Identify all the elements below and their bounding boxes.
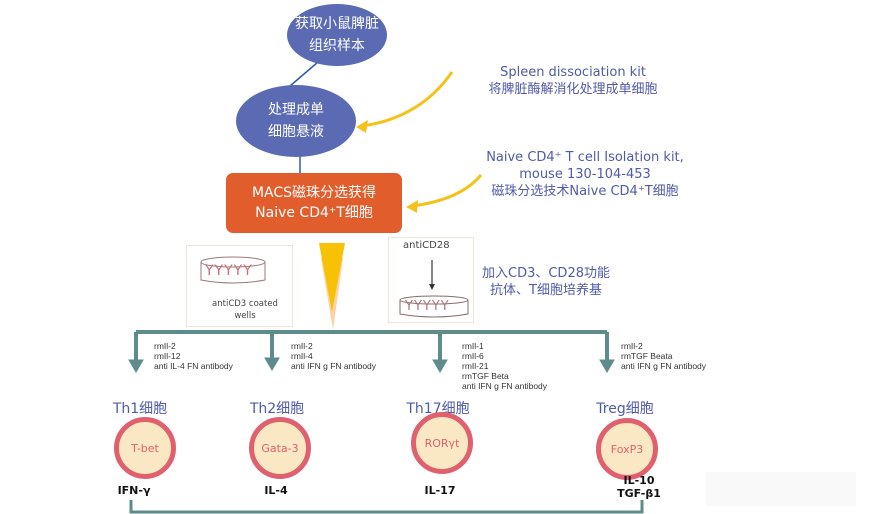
tf-th2: Gata-3 — [261, 441, 299, 455]
anticd3-well-image: YYYYY antiCD3 coated wells — [186, 245, 293, 327]
link-step1-step2 — [289, 61, 319, 87]
step3-macs-box: MACS磁珠分选获得 Naive CD4⁺T细胞 — [226, 173, 402, 233]
funnel-arrow — [319, 243, 345, 312]
anticd28-dish-icon — [399, 260, 469, 318]
watermark-area — [706, 472, 856, 506]
cytokine-th1: IFN-γ — [117, 484, 151, 497]
cytokine-th2: IL-4 — [264, 484, 288, 497]
bottom-bracket — [129, 500, 644, 514]
cell-title-th1: Th1细胞 — [112, 401, 168, 417]
arrow-spleen-kit — [361, 71, 454, 128]
cell-title-th2: Th2细胞 — [249, 401, 305, 417]
culture-note: 加入CD3、CD28功能 抗体、T细胞培养基 — [482, 266, 610, 298]
anticd3-label: antiCD3 coated wells — [212, 299, 278, 321]
arrow-spleen-kit-head — [356, 120, 368, 133]
step1-ellipse: 获取小鼠脾脏 组织样本 — [287, 4, 387, 66]
tf-th1: T-bet — [131, 441, 159, 455]
reagents-th1: rmIl-2 rmIl-12 anti IL-4 FN antibody — [154, 341, 233, 371]
cell-th2: Gata-3 — [249, 417, 311, 479]
cell-th17: RORγt — [411, 412, 473, 474]
cytokine-th17: IL-17 — [424, 484, 456, 497]
spleen-kit-note: Spleen dissociation kit 将脾脏酶解消化处理成单细胞 — [488, 65, 658, 97]
cytokine-treg: IL-10 TGF-β1 — [617, 474, 661, 500]
antibody-glyphs-28: YYYYY — [405, 299, 450, 314]
step2-label: 处理成单 细胞悬液 — [268, 102, 324, 140]
cell-title-treg: Treg细胞 — [596, 401, 654, 417]
step3-label: MACS磁珠分选获得 Naive CD4⁺T细胞 — [251, 185, 377, 221]
reagents-th17: rmIl-1 rmIl-6 rmIl-21 rmTGF Beta anti IF… — [462, 341, 548, 391]
step2-ellipse: 处理成单 细胞悬液 — [236, 85, 356, 157]
arrow-isolation-kit — [411, 174, 483, 208]
step1-label: 获取小鼠脾脏 组织样本 — [295, 16, 379, 54]
cell-treg: FoxP3 — [596, 418, 658, 480]
anticd28-image: antiCD28 YYYYY — [388, 237, 474, 323]
well-dish-icon — [200, 256, 266, 284]
cell-title-th17: Th17细胞 — [406, 401, 470, 417]
reagents-th2: rmIl-2 rmIl-4 anti IFN g FN antibody — [291, 341, 377, 371]
tf-th17: RORγt — [424, 436, 460, 450]
isolation-kit-note: Naive CD4⁺ T cell Isolation kit, mouse 1… — [486, 150, 684, 199]
reagents-treg: rmIl-2 rmTGF Beata anti IFN g FN antibod… — [621, 341, 707, 371]
tf-treg: FoxP3 — [610, 442, 644, 456]
arrow-isolation-kit-head — [406, 200, 418, 213]
anticd28-label: antiCD28 — [403, 240, 450, 251]
branch-arrows — [128, 332, 615, 373]
antibody-glyphs: YYYYY — [205, 263, 253, 279]
cell-th1: T-bet — [114, 417, 176, 479]
